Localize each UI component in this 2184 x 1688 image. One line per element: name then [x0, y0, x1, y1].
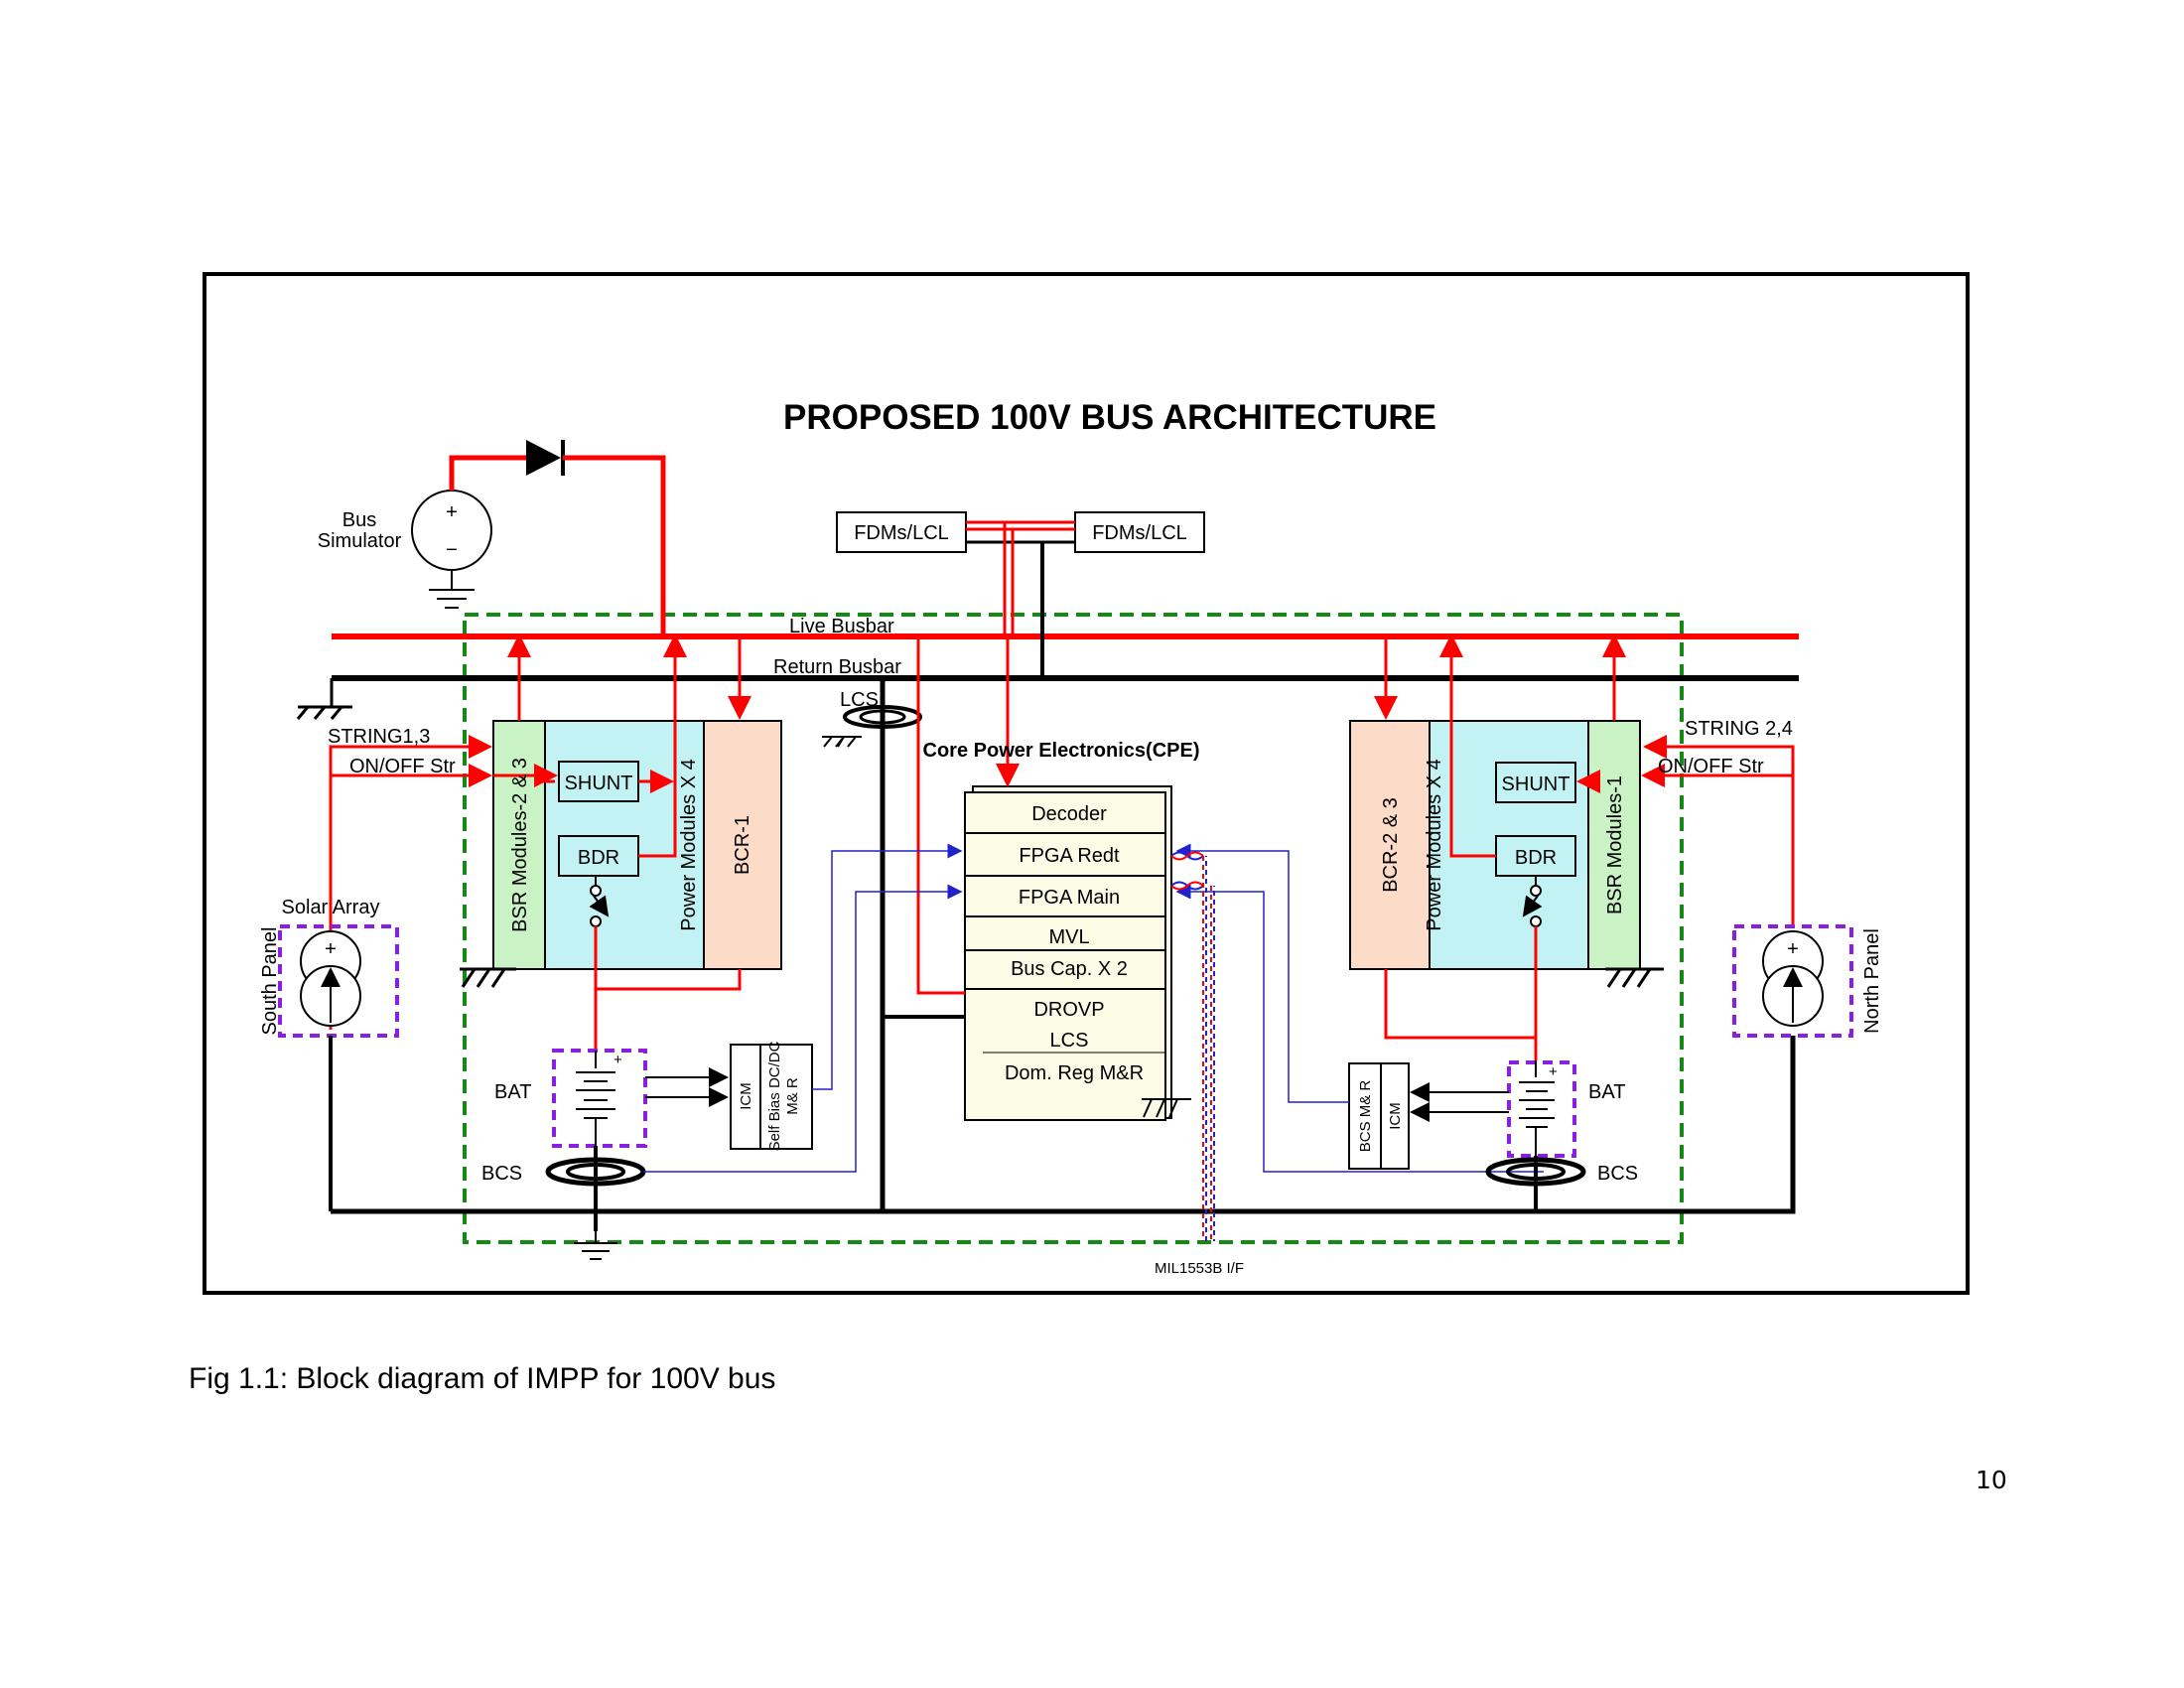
bcr-left-label: BCR-1 [732, 815, 753, 875]
cpe-row-lcs: LCS [1050, 1030, 1089, 1052]
cpe-title: Core Power Electronics(CPE) [923, 740, 1200, 762]
battery-right-boundary [1507, 1060, 1576, 1158]
bus-simulator-plus: + [446, 501, 458, 523]
bus-simulator-label: Bus [342, 509, 376, 531]
icm-right-box [1380, 1062, 1410, 1170]
icm-left-label: ICM [738, 1082, 754, 1110]
bsr-modules-left [492, 720, 546, 970]
cpe-row-fpga-redt: FPGA Redt [1019, 845, 1120, 867]
bdr-left-label: BDR [578, 847, 619, 869]
bcs-left-label: BCS [481, 1163, 522, 1185]
bat-left-label: BAT [494, 1081, 531, 1103]
bcs-mr-label: BCS M& R [1357, 1080, 1374, 1153]
diode-icon [526, 440, 565, 476]
cpe-row-mvl: MVL [1048, 926, 1089, 948]
fdms-right-label: FDMs/LCL [1092, 522, 1187, 544]
lcs-top-label: LCS [840, 689, 879, 711]
cpe-row-drovp: DROVP [1033, 999, 1104, 1021]
north-panel-plus: + [1787, 938, 1799, 960]
shunt-right-label: SHUNT [1502, 774, 1570, 795]
battery-right-icon [1519, 1060, 1555, 1156]
cpe-row-bus-cap: Bus Cap. X 2 [1011, 958, 1128, 980]
mil1553b-bus [1170, 851, 1215, 1241]
page-number: 10 [1976, 1466, 2007, 1494]
south-panel-plus: + [325, 938, 337, 960]
outer-frame [203, 272, 1970, 1295]
shunt-left-label: SHUNT [565, 773, 633, 794]
ground-icon [1605, 967, 1664, 988]
pm-left-label: Power Modules X 4 [678, 759, 700, 930]
bcr-right [1349, 720, 1431, 970]
bat-left-plus: + [614, 1052, 622, 1068]
onoff-left-label: ON/OFF Str [349, 756, 456, 777]
selfbias-box [759, 1044, 813, 1150]
bcr-left [703, 720, 782, 970]
bottom-return-line [331, 1036, 1796, 1214]
fdms-left-box [836, 511, 967, 553]
ground-icon [296, 705, 352, 720]
onoff-right-label: ON/OFF Str [1658, 756, 1764, 777]
bsr-modules-right [1587, 720, 1641, 970]
ground-icon [822, 736, 862, 748]
bsr-right-label: BSR Modules-1 [1604, 775, 1626, 914]
north-panel-boundary [1732, 924, 1853, 1038]
south-panel-label: South Panel [259, 927, 281, 1036]
pm-right-label: Power Modules X 4 [1424, 759, 1445, 930]
battery-left-icon [576, 1051, 615, 1146]
diode-to-live-bus [563, 455, 666, 636]
ground-icon [429, 589, 475, 609]
mil1553b-label: MIL1553B I/F [1155, 1260, 1244, 1277]
bcsmr-box [1348, 1062, 1382, 1170]
live-busbar-label: Live Busbar [789, 616, 894, 637]
south-panel-boundary [278, 924, 399, 1038]
fdms-right-box [1074, 511, 1205, 553]
battery-left-boundary [552, 1049, 647, 1148]
selfbias-label: Self Bias DC/DC [766, 1041, 783, 1151]
ground-icon [460, 967, 516, 988]
core-boundary [463, 613, 1684, 1244]
cpe-row-dom-reg: Dom. Reg M&R [1005, 1062, 1144, 1084]
solar-array-label: Solar Array [282, 897, 380, 918]
icm-right-label: ICM [1387, 1102, 1404, 1130]
string-right-label: STRING 2,4 [1685, 718, 1793, 740]
bat-right-plus: + [1549, 1063, 1558, 1080]
bat-right-label: BAT [1588, 1081, 1625, 1103]
bsr-left-label: BSR Modules-2 & 3 [509, 758, 531, 932]
bcs-right-label: BCS [1597, 1163, 1638, 1185]
selfbias-label-2: M& R [784, 1077, 801, 1115]
cpe-row-decoder: Decoder [1031, 803, 1107, 825]
return-busbar-label: Return Busbar [773, 656, 901, 678]
north-panel-label: North Panel [1861, 928, 1883, 1034]
bus-simulator-feed [449, 455, 526, 491]
bcr-right-label: BCR-2 & 3 [1380, 797, 1402, 893]
bus-simulator-minus: − [446, 539, 458, 561]
cpe-block [964, 785, 1172, 1121]
ground-icon [1142, 1098, 1191, 1118]
bus-simulator-label-2: Simulator [318, 530, 402, 552]
diagram-title: PROPOSED 100V BUS ARCHITECTURE [783, 398, 1436, 437]
ground-icon [574, 1231, 617, 1260]
string-left-label: STRING1,3 [328, 726, 430, 748]
shunt-right-box [1495, 762, 1576, 803]
figure-caption: Fig 1.1: Block diagram of IMPP for 100V … [189, 1362, 776, 1395]
fdms-left-label: FDMs/LCL [854, 522, 949, 544]
cpe-row-fpga-main: FPGA Main [1019, 887, 1120, 909]
bdr-right-label: BDR [1515, 847, 1557, 869]
